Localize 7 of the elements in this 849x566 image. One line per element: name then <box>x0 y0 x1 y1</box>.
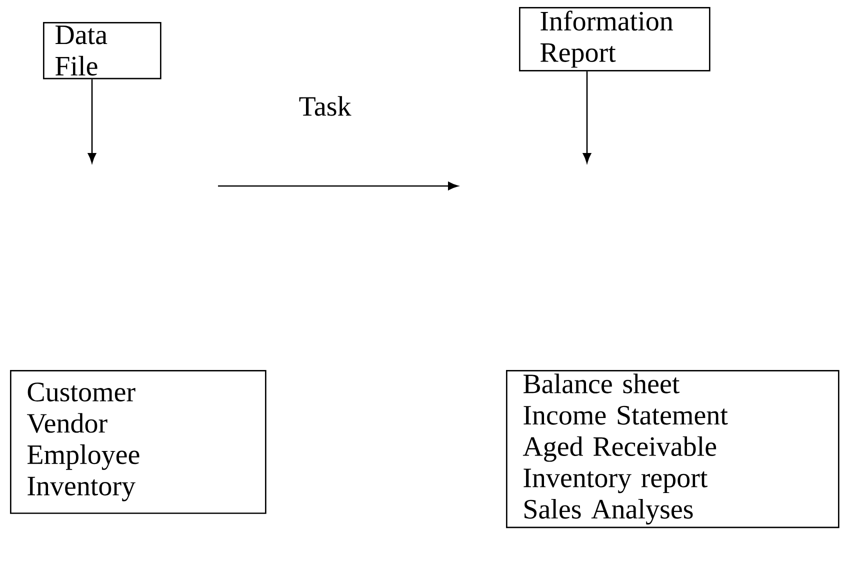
process-box: Data File <box>43 22 162 80</box>
process-box: Information Report <box>519 7 710 72</box>
arrow <box>582 71 592 163</box>
arrow <box>88 79 96 163</box>
arrow-label: Task <box>299 96 352 116</box>
list-box: Balance sheet Income Statement Aged Receivable Inventory report Sales Analyses <box>506 370 840 528</box>
list-box: Customer Vendor Employee Inventory <box>10 370 266 514</box>
